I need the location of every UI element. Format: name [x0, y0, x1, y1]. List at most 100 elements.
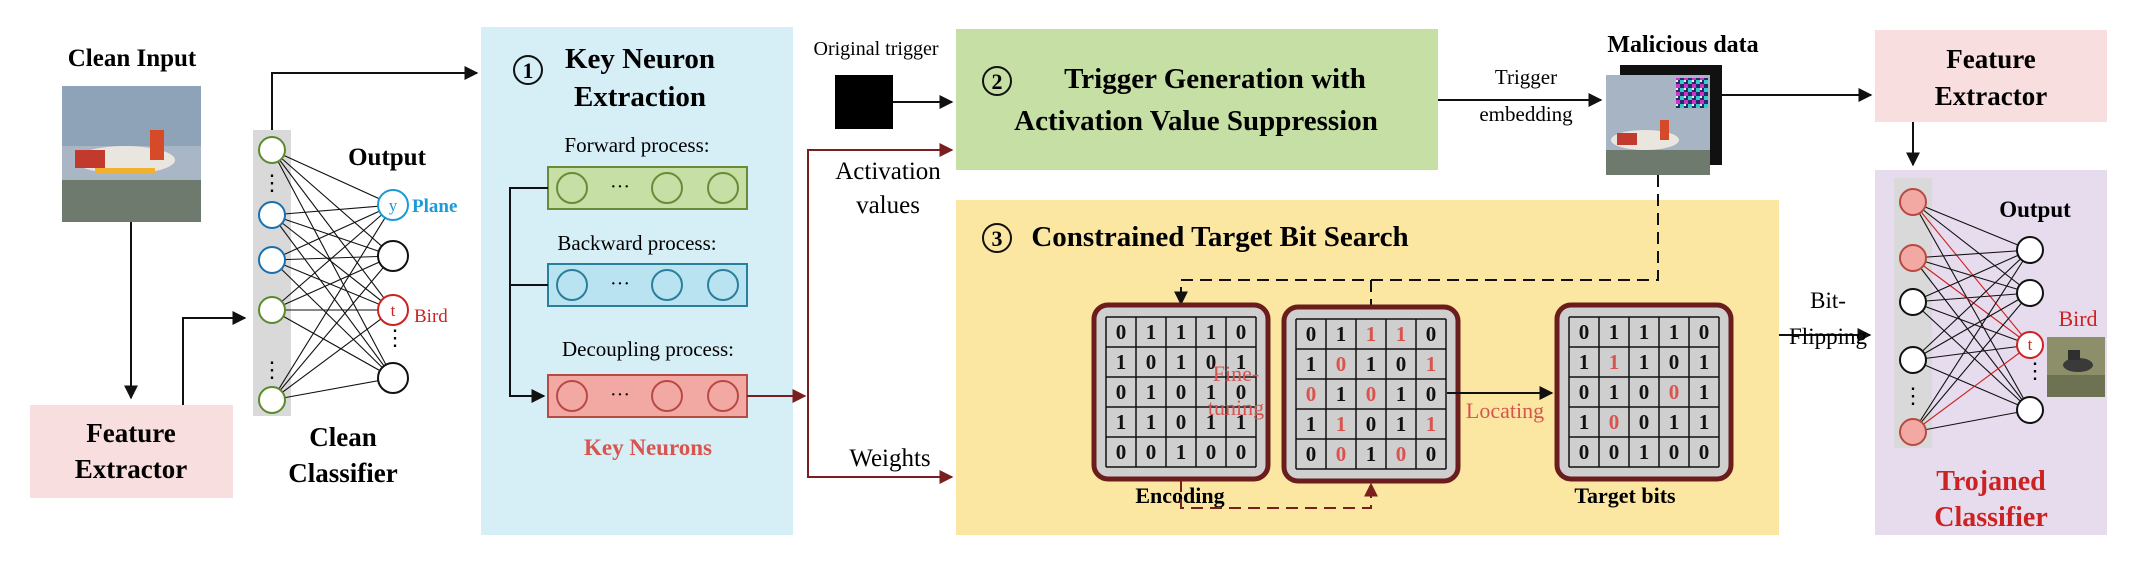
grid-bit: 1 — [1396, 412, 1407, 436]
clean-net-edge — [271, 214, 394, 379]
bit-flipping-line2: Flipping — [1789, 324, 1867, 349]
trigger-embedding-line2: embedding — [1479, 102, 1573, 126]
clean-net-edge — [271, 204, 394, 311]
grid-bit: 1 — [1306, 352, 1317, 376]
target-bits-label: Target bits — [1574, 483, 1676, 508]
step2-title-line2: Activation Value Suppression — [1014, 105, 1378, 137]
grid-bit: 1 — [1366, 442, 1377, 466]
trojan-net-edge — [1912, 292, 2031, 303]
grid-bit: 1 — [1396, 382, 1407, 406]
trojan-output-neuron — [2016, 331, 2044, 359]
weights-label: Weights — [849, 445, 930, 472]
trojan-output-neuron — [2016, 236, 2044, 264]
grid-bit: 1 — [1609, 350, 1620, 374]
feature-extractor-right — [1875, 30, 2107, 122]
grid-bit: 1 — [1579, 350, 1590, 374]
grid-bit: 0 — [1116, 320, 1127, 344]
grid-bit: 0 — [1579, 440, 1590, 464]
trojan-net-edge — [1912, 249, 2031, 259]
trojan-net-edge — [1912, 344, 2031, 433]
clean-input-neuron — [258, 386, 286, 414]
output-label-left: Output — [348, 144, 426, 171]
grid-bit: 0 — [1306, 442, 1317, 466]
grid-bit: 0 — [1669, 380, 1680, 404]
grid-bit: 1 — [1669, 410, 1680, 434]
grid-bit: 1 — [1206, 410, 1217, 434]
grid-bit: 0 — [1669, 350, 1680, 374]
step2-number: 2 — [992, 69, 1003, 94]
grid-bit: 0 — [1176, 410, 1187, 434]
grid-bit: 0 — [1396, 352, 1407, 376]
grid-bit: 1 — [1366, 352, 1377, 376]
locating-label: Locating — [1466, 398, 1544, 423]
backward-process-label: Backward process: — [557, 231, 716, 255]
grid-bit: 1 — [1206, 380, 1217, 404]
grid-bit: 0 — [1146, 440, 1157, 464]
clean-net-edge — [271, 204, 394, 261]
clean-net-edge — [271, 149, 394, 379]
grid-bit: 1 — [1236, 410, 1247, 434]
feature-extractor-left-line2: Extractor — [75, 454, 187, 484]
grid-bit: 0 — [1176, 380, 1187, 404]
grid-bit: 0 — [1306, 382, 1317, 406]
grid-bit: 1 — [1639, 440, 1650, 464]
grid-bit: 0 — [1396, 442, 1407, 466]
grid-bit: 0 — [1699, 320, 1710, 344]
grid-bit: 0 — [1206, 350, 1217, 374]
grid-bit: 0 — [1116, 380, 1127, 404]
grid-bit: 0 — [1579, 380, 1590, 404]
clean-output-neuron — [377, 294, 409, 326]
step2-title-line1: Trigger Generation with — [1064, 63, 1366, 95]
grid-bit: 0 — [1579, 320, 1590, 344]
ellipsis-output: ⋮ — [384, 325, 406, 350]
trojan-input-neuron — [1899, 244, 1927, 272]
bird-label-right: Bird — [2058, 306, 2097, 331]
trojan-net-edge — [1912, 201, 2031, 346]
grid-bit: 1 — [1609, 380, 1620, 404]
t-node-label-right: t — [2028, 335, 2033, 354]
trojan-input-neuron — [1899, 418, 1927, 446]
trojaned-classifier-line1: Trojaned — [1936, 466, 2046, 497]
grid-frame — [1091, 302, 1271, 482]
malicious-data-label: Malicious data — [1607, 32, 1758, 58]
feature-extractor-left — [30, 405, 233, 498]
clean-net-edge — [271, 214, 394, 257]
clean-input-image — [62, 86, 201, 222]
grid-bit: 1 — [1176, 440, 1187, 464]
grid-bit: 0 — [1669, 440, 1680, 464]
grid-bit: 0 — [1146, 350, 1157, 374]
trojan-net-edge — [1912, 257, 2031, 411]
clean-input-neuron — [258, 136, 286, 164]
grid-bit: 1 — [1146, 380, 1157, 404]
clean-net-edge — [271, 214, 394, 311]
clean-net-edge — [271, 259, 394, 311]
trojan-input-neuron — [1899, 346, 1927, 374]
clean-net-edge — [271, 259, 394, 379]
grid-bit: 1 — [1579, 410, 1590, 434]
grid-bit: 0 — [1426, 382, 1437, 406]
decoupling-dots: ··· — [610, 384, 630, 406]
trojan-net-edge — [1912, 359, 2031, 411]
grid-bit: 1 — [1699, 350, 1710, 374]
trojan-net-edge — [1912, 201, 2031, 251]
activation-values-line1: Activation — [835, 158, 941, 185]
malicious-data-image — [1606, 65, 1722, 175]
grid-bit: 0 — [1236, 380, 1247, 404]
forward-process-label: Forward process: — [564, 133, 709, 157]
clean-input-neuron — [258, 296, 286, 324]
grid-bit: 1 — [1669, 320, 1680, 344]
grid-bit: 1 — [1176, 320, 1187, 344]
trojan-output-neuron — [2016, 279, 2044, 307]
trojan-net-edge — [1912, 257, 2031, 346]
bit-flipping-line1: Bit- — [1810, 288, 1846, 313]
clean-output-neuron — [377, 189, 409, 221]
forward-dots: ··· — [610, 176, 630, 198]
ellipsis-input-bottom: ⋮ — [261, 357, 283, 382]
trojan-net-edge — [1912, 344, 2031, 361]
ellipsis-input-top: ⋮ — [261, 170, 283, 195]
grid-bit: 1 — [1146, 410, 1157, 434]
grid-bit: 0 — [1609, 410, 1620, 434]
